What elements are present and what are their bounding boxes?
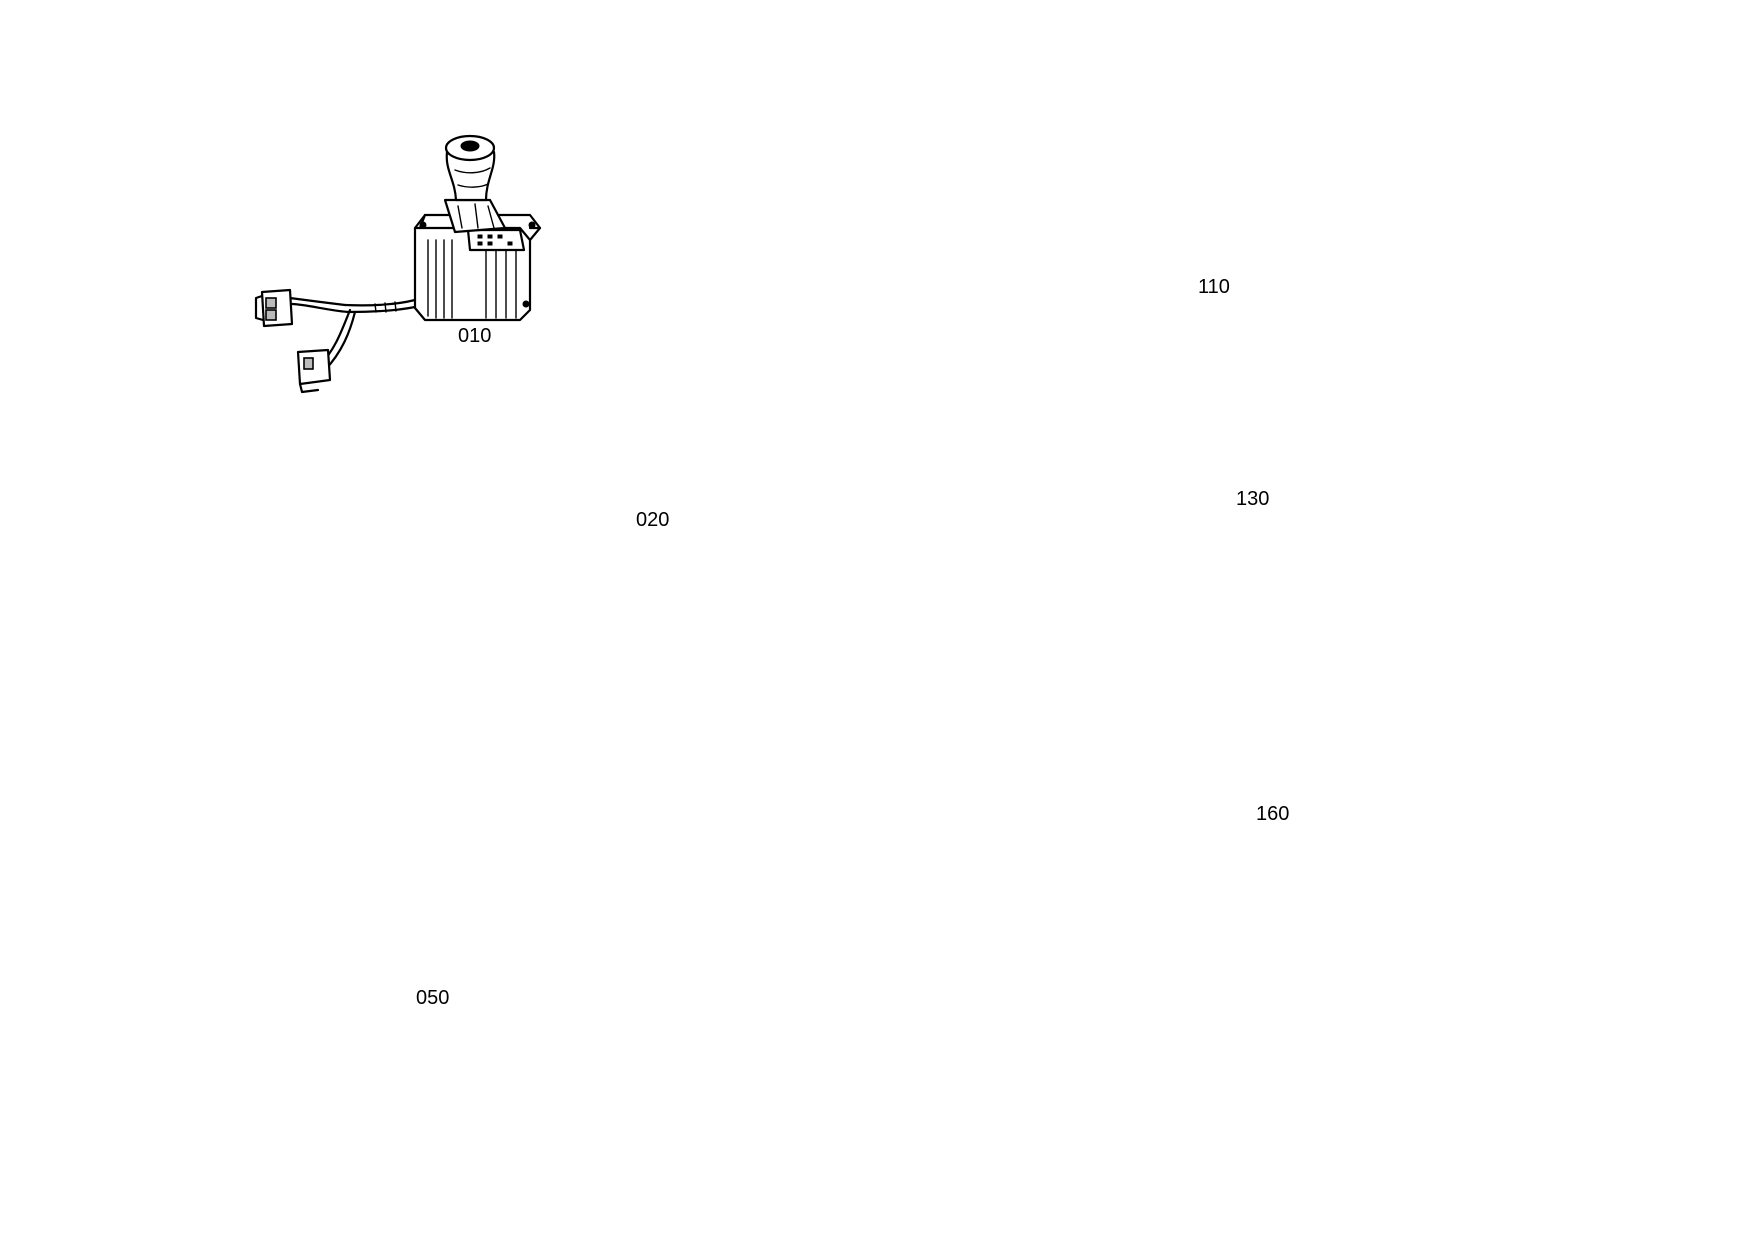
label-110: 110 [1198, 276, 1230, 298]
label-010: 010 [458, 325, 492, 347]
label-160: 160 [1256, 803, 1290, 825]
label-020: 020 [636, 509, 670, 531]
joystick-icon[interactable] [254, 134, 542, 394]
label-130: 130 [1236, 488, 1270, 510]
label-050: 050 [416, 987, 450, 1009]
